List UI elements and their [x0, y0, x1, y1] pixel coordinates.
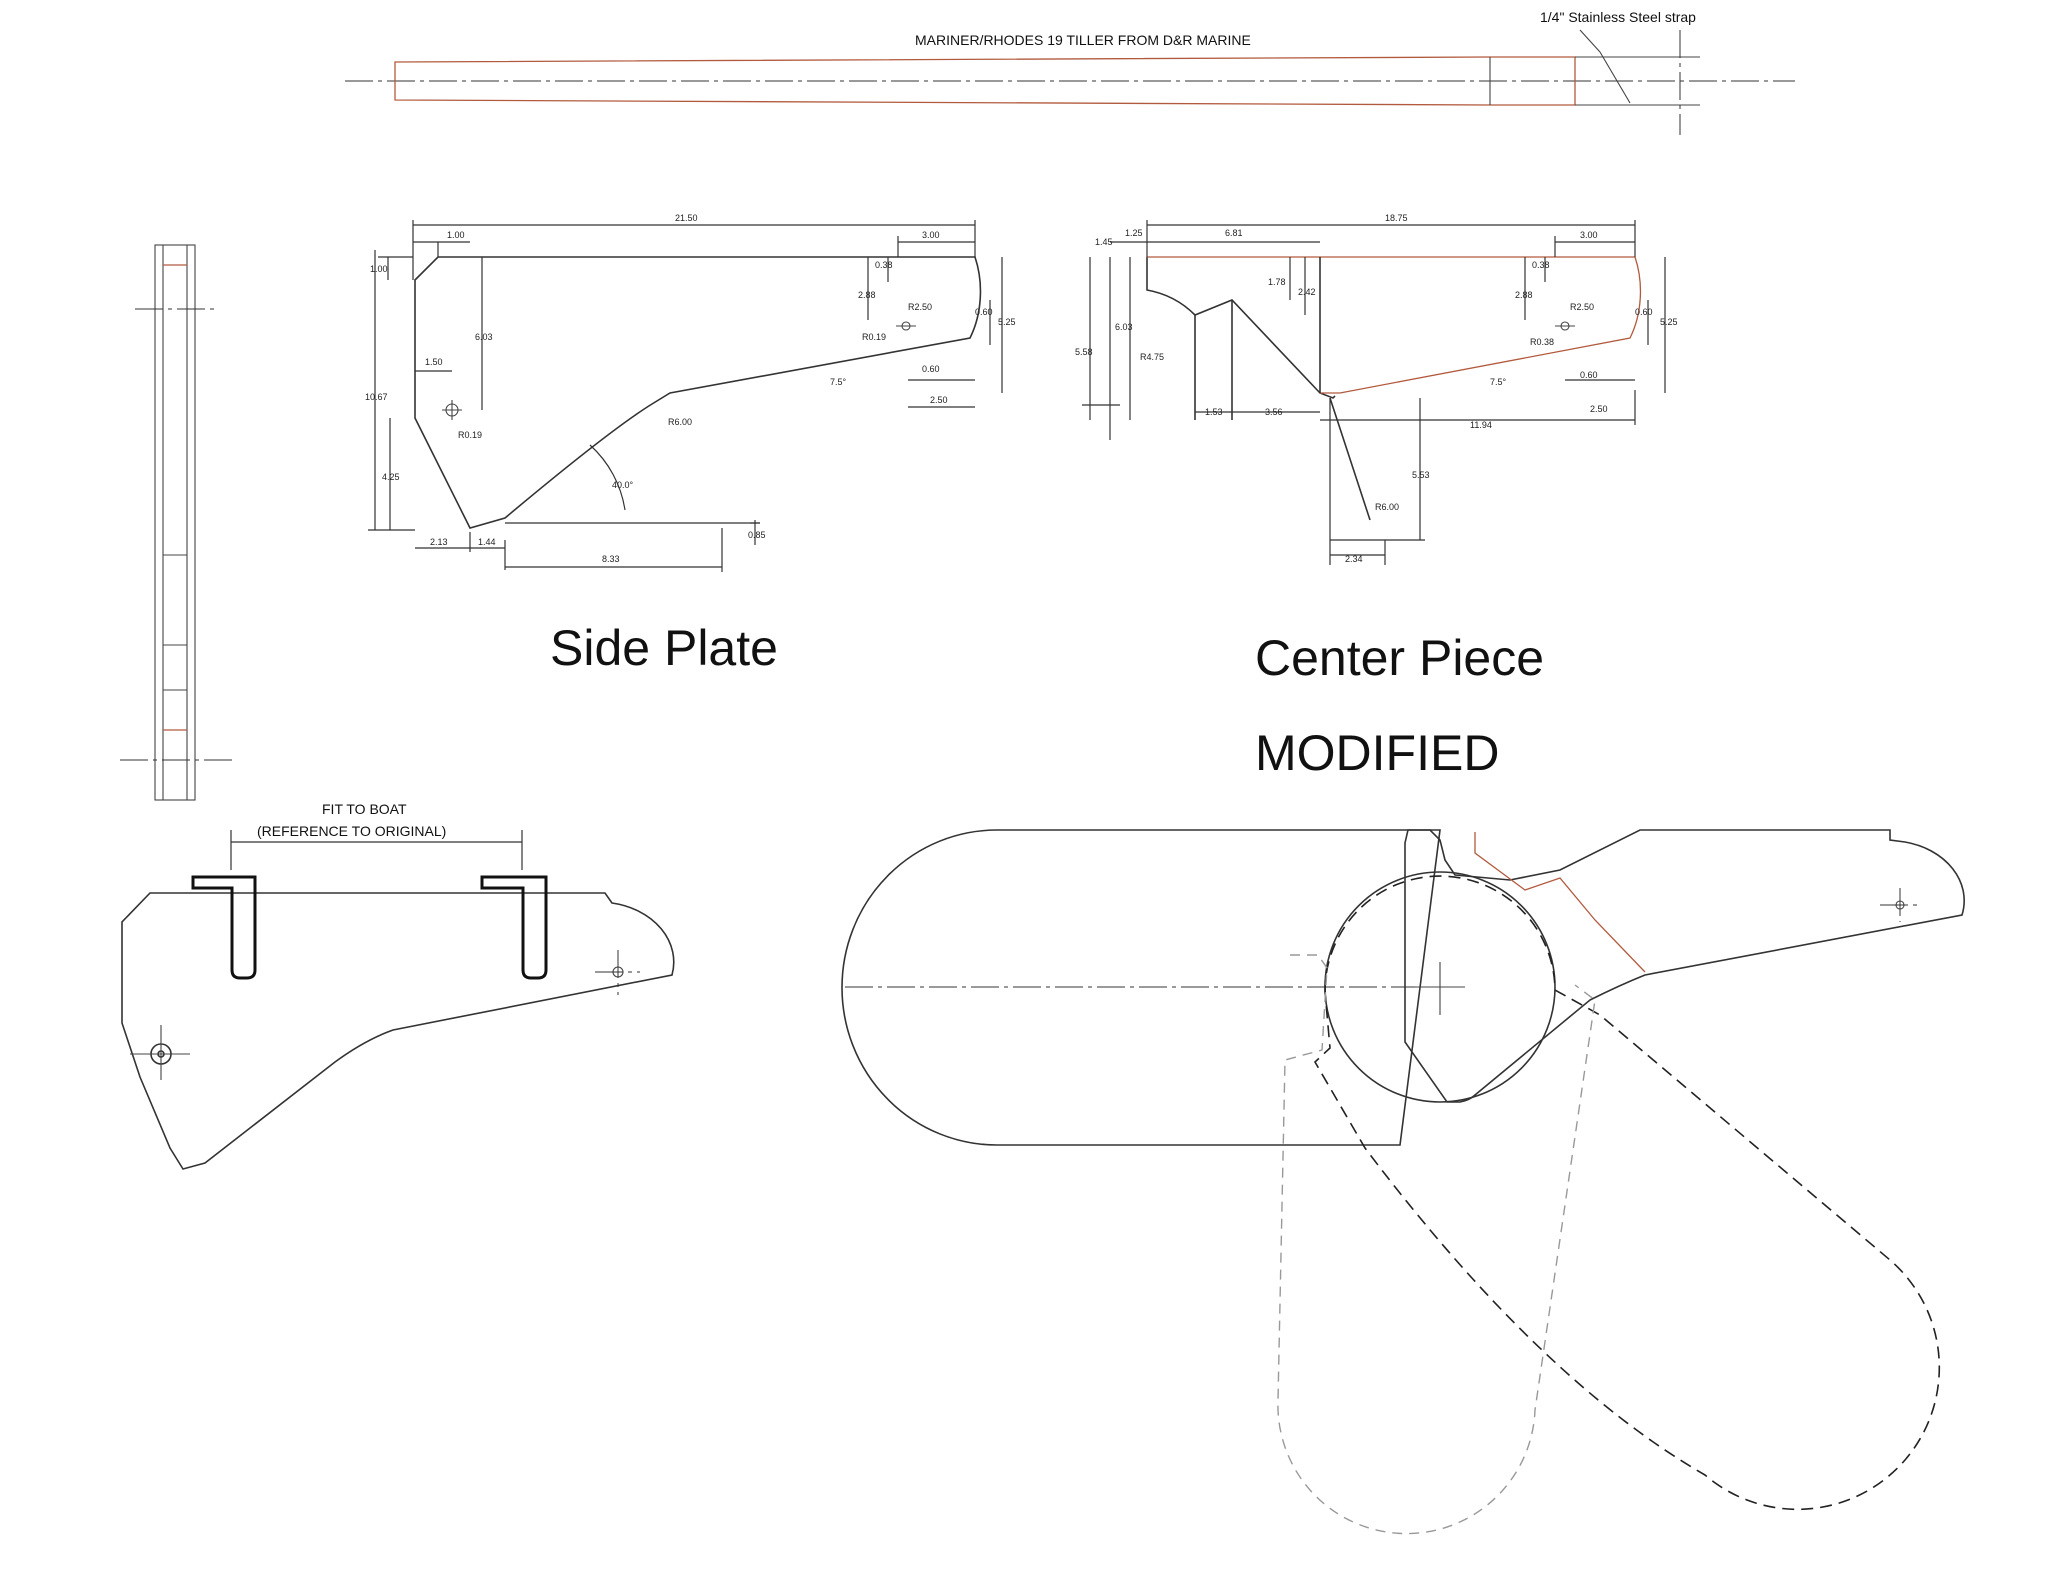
dim-144: 1.44: [478, 537, 496, 547]
cp-dim-681: 6.81: [1225, 228, 1243, 238]
cp-dim-r038: R0.38: [1530, 337, 1554, 347]
cp-dim-038: 0.38: [1532, 260, 1550, 270]
cp-dim-145: 1.45: [1095, 237, 1113, 247]
cp-dim-242: 2.42: [1298, 287, 1316, 297]
cp-dim-1194: 11.94: [1470, 420, 1492, 430]
tiller-rotated-dashed: [1313, 875, 1941, 1511]
cp-dim-300: 3.00: [1580, 230, 1598, 240]
cp-dim-overall: 18.75: [1385, 213, 1408, 223]
dim-left-top: 1.00: [370, 264, 388, 274]
center-piece-drawing: 18.75 1.25 6.81 3.00 1.45 6.03 5.58 R4.7…: [1075, 213, 1678, 565]
cp-dim-153: 1.53: [1205, 407, 1223, 417]
dim-r250: R2.50: [908, 302, 932, 312]
dim-r6: R6.00: [668, 417, 692, 427]
dim-r019: R0.19: [862, 332, 886, 342]
cp-dim-558: 5.58: [1075, 347, 1093, 357]
dim-603: 6.03: [475, 332, 493, 342]
cp-dim-288: 2.88: [1515, 290, 1533, 300]
cp-dim-356: 3.56: [1265, 407, 1283, 417]
side-plate-title: Side Plate: [550, 620, 778, 676]
dim-250: 2.50: [930, 395, 948, 405]
dim-833: 8.33: [602, 554, 620, 564]
cp-dim-250: 2.50: [1590, 404, 1608, 414]
cp-dim-234: 2.34: [1345, 554, 1363, 564]
center-piece-title: Center Piece: [1255, 630, 1544, 686]
dim-top-left: 1.00: [447, 230, 465, 240]
tiller-view: MARINER/RHODES 19 TILLER FROM D&R MARINE…: [345, 9, 1795, 135]
dim-288: 2.88: [858, 290, 876, 300]
dim-425: 4.25: [382, 472, 400, 482]
cp-dim-r250: R2.50: [1570, 302, 1594, 312]
fit-note-line2: (REFERENCE TO ORIGINAL): [257, 823, 446, 839]
cp-dim-178: 1.78: [1268, 277, 1286, 287]
side-plate-drawing: 21.50 1.00 3.00 1.00 6.03 1.50 R0.19 10.…: [365, 213, 1016, 572]
cp-dim-060b: 0.60: [1580, 370, 1598, 380]
cp-dim-603: 6.03: [1115, 322, 1133, 332]
strap-note: 1/4" Stainless Steel strap: [1540, 9, 1696, 25]
cp-dim-r6: R6.00: [1375, 502, 1399, 512]
center-piece-profile: [1146, 257, 1336, 399]
dim-top-right: 3.00: [922, 230, 940, 240]
cp-dim-75: 7.5°: [1490, 377, 1507, 387]
edge-view: [120, 244, 232, 801]
modified-assembly-view: [841, 829, 1965, 1535]
fit-note-line1: FIT TO BOAT: [322, 801, 407, 817]
tiller-ghost: [1277, 954, 1596, 1535]
dim-525: 5.25: [998, 317, 1016, 327]
cp-dim-r475: R4.75: [1140, 352, 1164, 362]
fit-to-boat-view: FIT TO BOAT (REFERENCE TO ORIGINAL): [121, 801, 675, 1170]
bracket-left: [191, 875, 257, 980]
cp-dim-525: 5.25: [1660, 317, 1678, 327]
dim-height: 10.67: [365, 392, 388, 402]
center-piece-lower: [1404, 829, 1965, 1103]
cp-dim-125: 1.25: [1125, 228, 1143, 238]
modified-title: MODIFIED: [1255, 725, 1499, 781]
dim-hole-x: 1.50: [425, 357, 443, 367]
dim-085: 0.85: [748, 530, 766, 540]
tiller-handle-solid: [841, 829, 1441, 1146]
dim-213: 2.13: [430, 537, 448, 547]
side-plate-outline: [414, 256, 982, 529]
cp-dim-553: 5.53: [1412, 470, 1430, 480]
center-piece-outline: [1147, 256, 1642, 394]
dim-060a: 0.60: [975, 307, 993, 317]
dim-angle-75: 7.5°: [830, 377, 847, 387]
bracket-right: [480, 875, 548, 980]
dim-038: 0.38: [875, 260, 893, 270]
cp-dim-060a: 0.60: [1635, 307, 1653, 317]
dim-radius-hole: R0.19: [458, 430, 482, 440]
side-plate-profile-lower: [121, 892, 675, 1170]
tiller-title: MARINER/RHODES 19 TILLER FROM D&R MARINE: [915, 32, 1251, 48]
dim-060b: 0.60: [922, 364, 940, 374]
dim-angle-40: 40.0°: [612, 480, 634, 490]
dim-overall: 21.50: [675, 213, 698, 223]
